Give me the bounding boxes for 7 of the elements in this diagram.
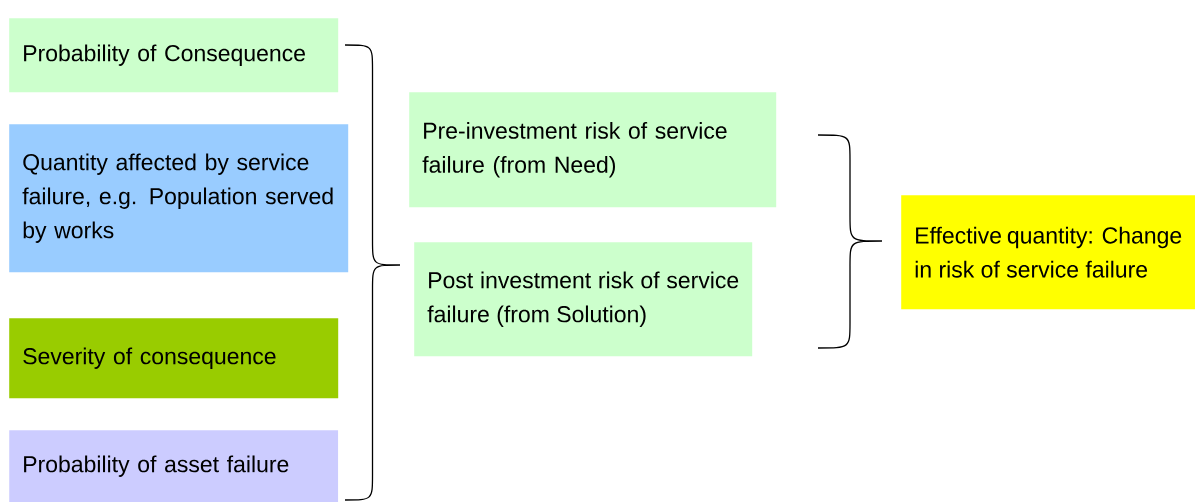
text-box: Probability of asset failure [9, 430, 339, 502]
text-box: Severity of consequence [9, 318, 339, 399]
text-box: Post investment risk of service failure (from Solution) [414, 242, 753, 357]
text-box: Probability of Consequence [9, 18, 339, 93]
text-box: Pre-investment risk of service failure (from Need) [409, 92, 777, 208]
text-box: Quantity affected by service failure, e.g. Population served by works [9, 124, 349, 273]
text-box: Effective quantity: Change in risk of service failure [901, 195, 1195, 310]
